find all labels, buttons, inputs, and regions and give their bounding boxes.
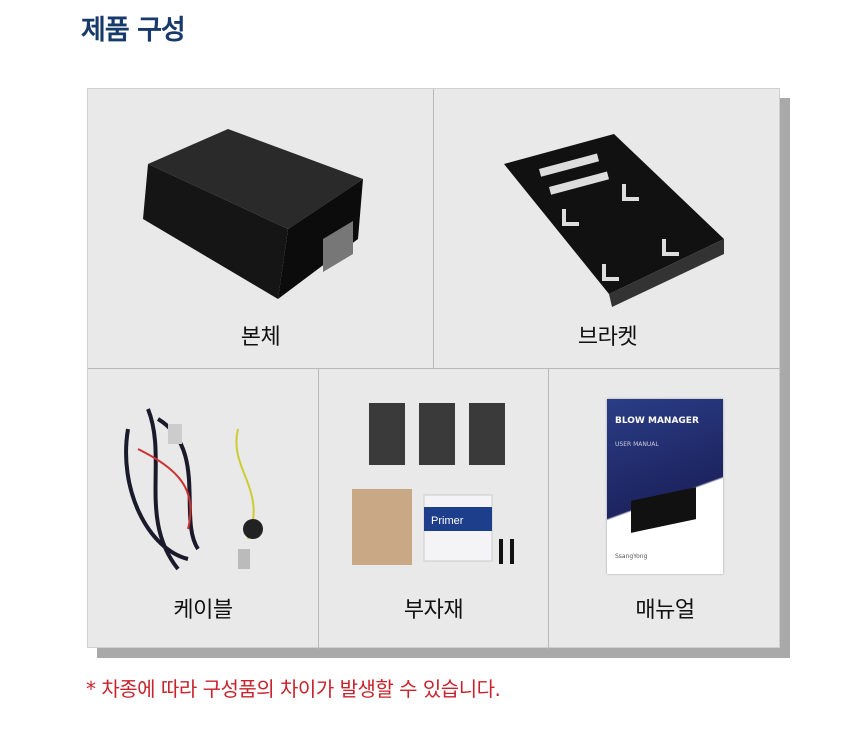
disclaimer-note: * 차종에 따라 구성품의 차이가 발생할 수 있습니다. <box>86 677 501 701</box>
item-label: 케이블 <box>173 598 233 623</box>
manual-image: BLOW MANAGER USER MANUAL SsangYong <box>607 399 723 574</box>
primer-label: Primer <box>431 515 464 527</box>
item-bracket: 브라켓 <box>434 89 781 369</box>
item-label: 매뉴얼 <box>635 598 695 623</box>
manual-brand: BLOW MANAGER <box>615 416 699 426</box>
product-grid: 본체 브라켓 케이블 Primer <box>87 88 781 649</box>
bracket-image <box>504 134 724 307</box>
item-label: 본체 <box>240 325 281 350</box>
manual-company: SsangYong <box>615 553 648 560</box>
cable-image <box>124 408 263 571</box>
main-unit-image <box>143 129 363 299</box>
item-label: 부자재 <box>403 598 464 623</box>
item-manual: BLOW MANAGER USER MANUAL SsangYong 매뉴얼 <box>549 369 781 649</box>
item-cable: 케이블 <box>88 369 319 649</box>
item-label: 브라켓 <box>577 325 638 350</box>
item-main-unit: 본체 <box>88 89 434 369</box>
item-accessories: Primer 부자재 <box>319 369 549 649</box>
manual-subtitle: USER MANUAL <box>615 441 659 448</box>
page-title: 제품 구성 <box>81 15 186 46</box>
accessories-image: Primer <box>352 403 514 565</box>
manual-device-picture <box>631 487 696 533</box>
